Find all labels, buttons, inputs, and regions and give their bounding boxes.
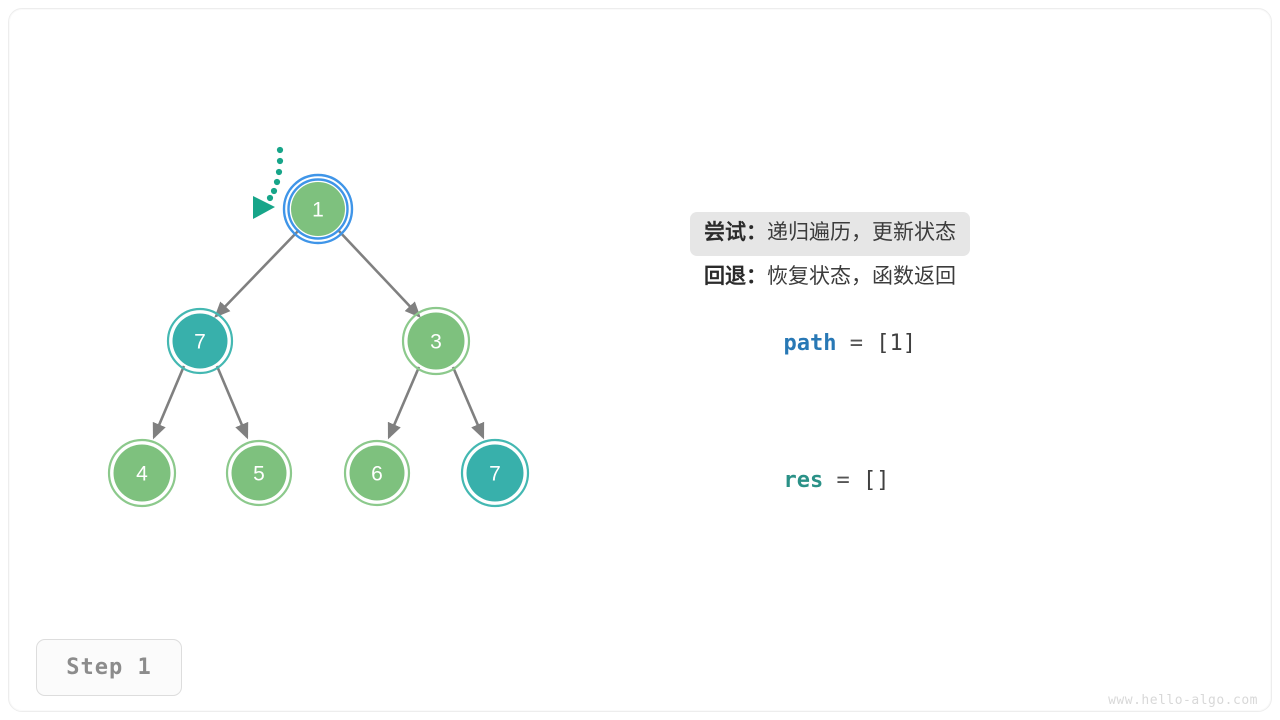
- variable-res-name: res: [783, 468, 824, 493]
- operation-try-label: 尝试：: [704, 221, 767, 244]
- edge-n3-n7: [451, 366, 485, 440]
- tree-nodes: 1 7 3 4: [107, 173, 530, 508]
- operation-try-row: 尝试：递归遍历，更新状态: [690, 212, 1210, 256]
- operation-try-text: 递归遍历，更新状态: [767, 221, 956, 244]
- operation-retreat-row: 回退：恢复状态，函数返回: [690, 256, 1210, 300]
- tree-node-1[interactable]: 1: [282, 173, 354, 245]
- watermark-text: www.hello-algo.com: [1108, 693, 1258, 708]
- edge-n1-n2: [214, 229, 300, 318]
- tree-edges: [152, 229, 485, 440]
- variable-res-row: res = []: [690, 437, 1210, 526]
- variable-res-value: []: [862, 468, 890, 493]
- tree-node-4[interactable]: 4: [107, 438, 177, 508]
- operation-retreat-text: 恢复状态，函数返回: [767, 265, 956, 288]
- operation-retreat-plain: 回退：恢复状态，函数返回: [690, 256, 970, 300]
- tree-node-5-label: 5: [253, 463, 265, 486]
- info-panel: 尝试：递归遍历，更新状态 回退：恢复状态，函数返回 path = [1] res…: [690, 212, 1210, 526]
- edge-n2-n4: [152, 365, 186, 440]
- tree-node-5[interactable]: 5: [225, 439, 293, 507]
- tree-node-1-label: 1: [312, 199, 324, 222]
- variable-path-value: [1]: [876, 331, 916, 356]
- tree-node-6-label: 6: [371, 463, 383, 486]
- tree-node-3-label: 3: [430, 331, 442, 354]
- tree-node-2[interactable]: 7: [166, 307, 234, 375]
- variable-path-equals: =: [836, 331, 877, 356]
- variable-res-equals: =: [823, 468, 863, 493]
- edge-n3-n6: [387, 366, 421, 440]
- edge-n1-n3: [337, 229, 421, 318]
- step-badge-label: Step 1: [66, 655, 152, 680]
- panel-spacer: [690, 389, 1210, 437]
- variable-path-name: path: [783, 331, 837, 356]
- tree-node-7-label: 7: [489, 463, 501, 486]
- tree-node-2-label: 7: [194, 331, 206, 354]
- variable-path-row: path = [1]: [690, 300, 1210, 389]
- step-badge: Step 1: [36, 639, 182, 696]
- tree-node-3[interactable]: 3: [401, 306, 471, 376]
- tree-node-6[interactable]: 6: [343, 439, 411, 507]
- operation-retreat-label: 回退：: [704, 265, 767, 288]
- binary-tree-diagram: 1 7 3 4: [107, 146, 530, 508]
- edge-n2-n5: [215, 365, 249, 440]
- watermark: www.hello-algo.com: [1108, 693, 1258, 708]
- operation-try-highlight: 尝试：递归遍历，更新状态: [690, 212, 970, 256]
- tree-node-7[interactable]: 7: [460, 438, 530, 508]
- tree-node-4-label: 4: [136, 463, 148, 486]
- pointer-icon: [253, 146, 284, 219]
